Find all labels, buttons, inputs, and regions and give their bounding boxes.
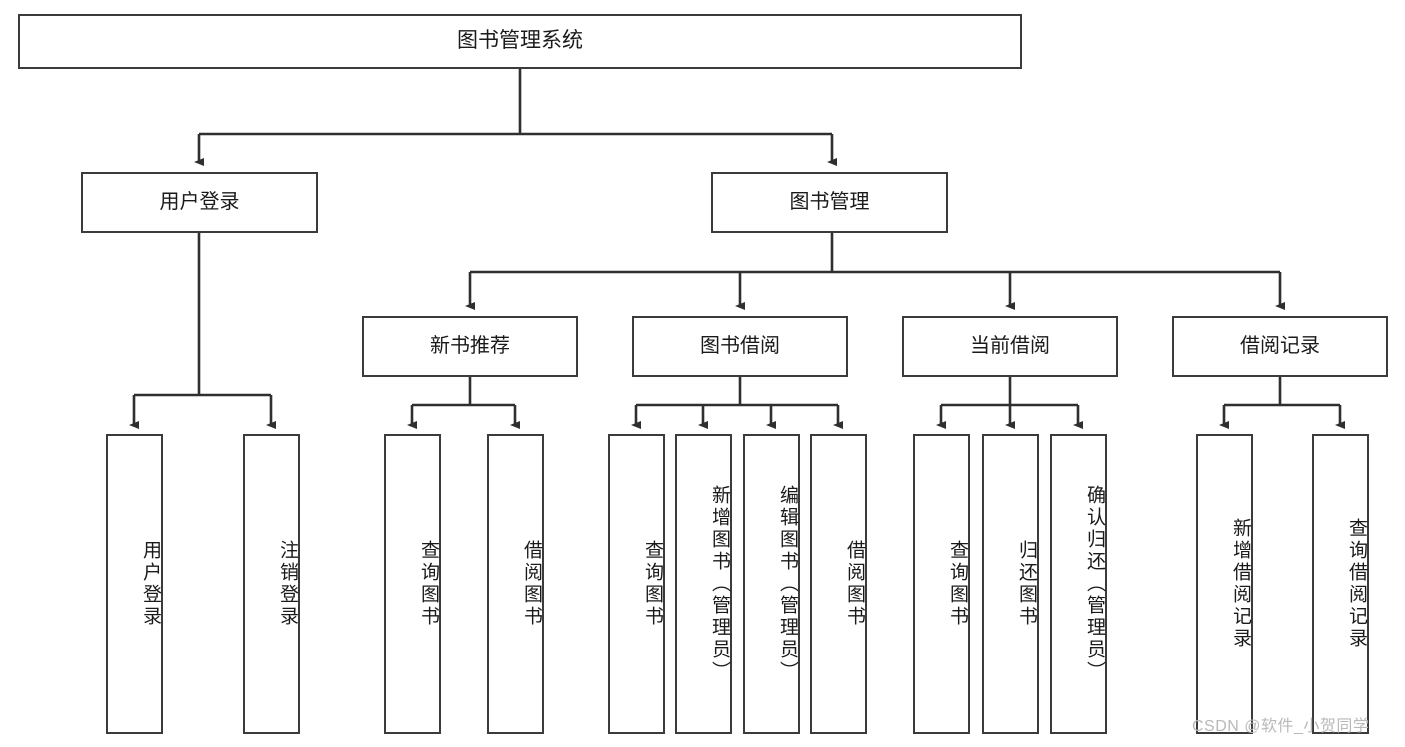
leaf-recommend-query-book[interactable]: 查询图书	[384, 434, 441, 734]
leaf-borrow-edit-book-admin[interactable]: 编辑图书（管理员）	[743, 434, 800, 734]
node-current-borrow-label: 当前借阅	[970, 334, 1050, 357]
node-borrow-record[interactable]: 借阅记录	[1172, 316, 1388, 377]
node-book-management[interactable]: 图书管理	[711, 172, 948, 233]
leaf-borrow-add-book-admin[interactable]: 新增图书（管理员）	[675, 434, 732, 734]
leaf-borrow-query-book[interactable]: 查询图书	[608, 434, 665, 734]
leaf-borrow-add-book-admin-label: 新增图书（管理员）	[709, 485, 730, 683]
leaf-user-logout[interactable]: 注销登录	[243, 434, 300, 734]
leaf-borrow-borrow-book-label: 借阅图书	[844, 540, 865, 628]
leaf-recommend-query-book-label: 查询图书	[418, 540, 439, 628]
node-new-book-recommend[interactable]: 新书推荐	[362, 316, 578, 377]
node-root[interactable]: 图书管理系统	[18, 14, 1022, 69]
node-root-label: 图书管理系统	[457, 29, 583, 53]
node-current-borrow[interactable]: 当前借阅	[902, 316, 1118, 377]
leaf-record-query-record-label: 查询借阅记录	[1346, 518, 1367, 650]
node-new-book-recommend-label: 新书推荐	[430, 334, 510, 357]
leaf-current-confirm-return-admin-label: 确认归还（管理员）	[1084, 485, 1105, 683]
leaf-borrow-edit-book-admin-label: 编辑图书（管理员）	[777, 485, 798, 683]
node-user-login[interactable]: 用户登录	[81, 172, 318, 233]
node-book-management-label: 图书管理	[789, 190, 870, 213]
leaf-recommend-borrow-book[interactable]: 借阅图书	[487, 434, 544, 734]
leaf-user-login-label: 用户登录	[140, 540, 161, 628]
leaf-current-confirm-return-admin[interactable]: 确认归还（管理员）	[1050, 434, 1107, 734]
leaf-borrow-borrow-book[interactable]: 借阅图书	[810, 434, 867, 734]
leaf-current-return-book-label: 归还图书	[1016, 540, 1037, 628]
node-book-borrow-label: 图书借阅	[700, 334, 780, 357]
csdn-watermark: CSDN @软件_小贺同学	[1192, 718, 1370, 735]
node-book-borrow[interactable]: 图书借阅	[632, 316, 848, 377]
leaf-current-query-book[interactable]: 查询图书	[913, 434, 970, 734]
node-user-login-label: 用户登录	[159, 190, 240, 213]
leaf-user-login[interactable]: 用户登录	[106, 434, 163, 734]
leaf-current-return-book[interactable]: 归还图书	[982, 434, 1039, 734]
node-borrow-record-label: 借阅记录	[1240, 334, 1320, 357]
leaf-record-add-record[interactable]: 新增借阅记录	[1196, 434, 1253, 734]
leaf-borrow-query-book-label: 查询图书	[642, 540, 663, 628]
leaf-record-add-record-label: 新增借阅记录	[1230, 518, 1251, 650]
leaf-recommend-borrow-book-label: 借阅图书	[521, 540, 542, 628]
leaf-user-logout-label: 注销登录	[277, 540, 298, 628]
leaf-record-query-record[interactable]: 查询借阅记录	[1312, 434, 1369, 734]
leaf-current-query-book-label: 查询图书	[947, 540, 968, 628]
